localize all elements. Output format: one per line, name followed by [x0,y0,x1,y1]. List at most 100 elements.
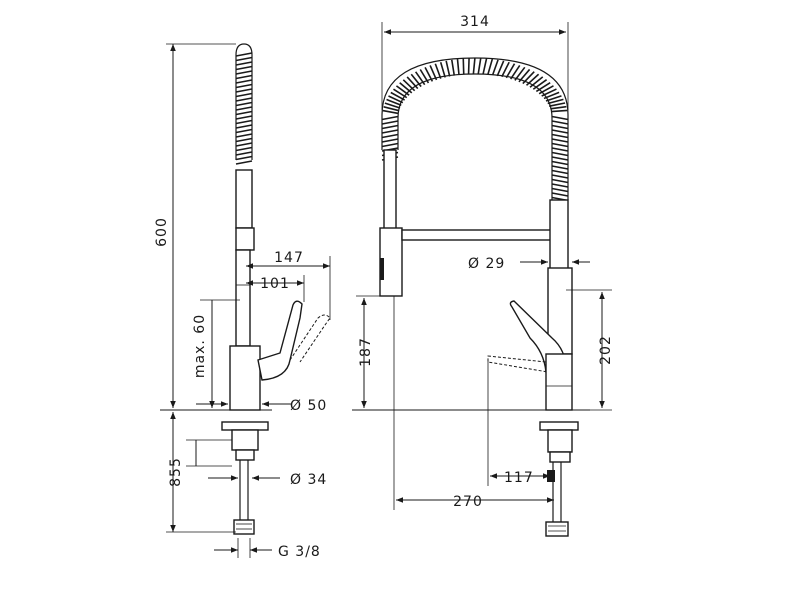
coil-winding [551,142,569,148]
coil-winding [434,63,442,79]
coil-winding [235,74,253,80]
coil-winding [551,124,569,130]
coil-winding [496,60,505,77]
coil-winding [551,192,569,197]
coil-winding [467,58,470,75]
coil-winding [545,95,562,102]
side-view: 600 max. 60 147 101 Ø 50 855 Ø 34 [154,43,331,560]
coil-winding [381,124,399,130]
coil-winding [390,91,406,101]
coil-winding [541,88,557,97]
coil-winding [477,57,482,75]
dim-label-117: 117 [504,470,534,486]
coil-winding [429,65,438,81]
dim-label-600: 600 [154,217,170,247]
coil-winding [551,133,569,139]
dim-label-thread: G 3/8 [278,544,321,560]
coil-winding [235,70,253,75]
coil-winding [419,69,430,84]
coil-winding [235,97,253,102]
front-spring [381,57,569,224]
coil-winding [450,59,456,76]
side-spring [235,43,253,229]
coil-winding [235,83,253,89]
coil-winding [235,61,253,66]
coil-winding [551,129,569,134]
side-handle [257,300,303,381]
coil-winding [551,115,569,121]
coil-winding [381,120,399,125]
front-mount-nut [547,429,573,453]
front-column-upper [549,199,569,271]
dim-label-202: 202 [598,335,614,365]
coil-winding [406,76,419,90]
coil-winding [518,68,531,83]
coil-winding [381,133,399,139]
coil-winding [381,115,399,121]
coil-winding [535,82,551,93]
coil-winding [551,178,569,184]
coil-winding [235,92,253,98]
side-spout-tube [235,249,251,347]
coil-winding [381,129,399,134]
coil-winding [551,160,569,166]
coil-winding [424,67,434,82]
coil-winding [235,151,253,156]
coil-winding [235,137,253,143]
coil-winding [522,71,535,85]
coil-winding [382,109,399,115]
side-spray-head [235,227,255,251]
dim-label-147: 147 [274,250,304,266]
coil-winding [551,138,569,143]
coil-winding [235,56,253,62]
coil-winding [547,98,564,105]
coil-winding [551,183,569,188]
coil-winding [393,88,408,99]
coil-winding [501,61,510,78]
front-faucet-body [545,353,573,411]
dim-label-dia29: Ø 29 [468,256,505,272]
coil-winding [235,119,253,125]
dim-label-314: 314 [460,14,490,30]
coil-winding [410,73,422,88]
dim-label-187: 187 [358,337,374,367]
side-handle-alt [289,314,331,363]
coil-winding [235,133,253,138]
side-faucet-body [229,345,261,411]
coil-winding [235,128,253,134]
side-mount-nut [231,429,259,451]
coil-winding [381,142,399,148]
front-thread-connector [545,521,569,537]
coil-winding [482,58,488,75]
dim-label-max60: max. 60 [192,314,208,378]
coil-winding [505,63,516,79]
coil-winding [551,165,569,170]
coil-winding [529,76,544,88]
coil-winding [235,101,253,107]
coil-winding [472,57,476,75]
coil-winding [384,102,401,109]
coil-winding [386,98,402,107]
coil-winding [235,115,253,120]
coil-winding [235,79,253,84]
coil-winding [456,58,460,76]
coil-winding [235,110,253,116]
coil-winding [395,85,410,96]
coil-winding [439,62,446,78]
coil-winding [551,120,569,125]
coil-winding [551,174,569,179]
coil-winding [235,88,253,93]
coil-winding [414,71,426,86]
front-handle-alt [487,355,549,373]
coil-winding [549,102,566,107]
coil-winding [235,160,253,165]
coil-winding [235,124,253,129]
coil-winding [235,52,253,57]
coil-winding [445,60,451,77]
coil-winding [487,58,494,75]
coil-winding [399,82,413,94]
coil-winding [551,156,569,161]
coil-winding [388,95,404,104]
coil-winding [402,79,416,92]
